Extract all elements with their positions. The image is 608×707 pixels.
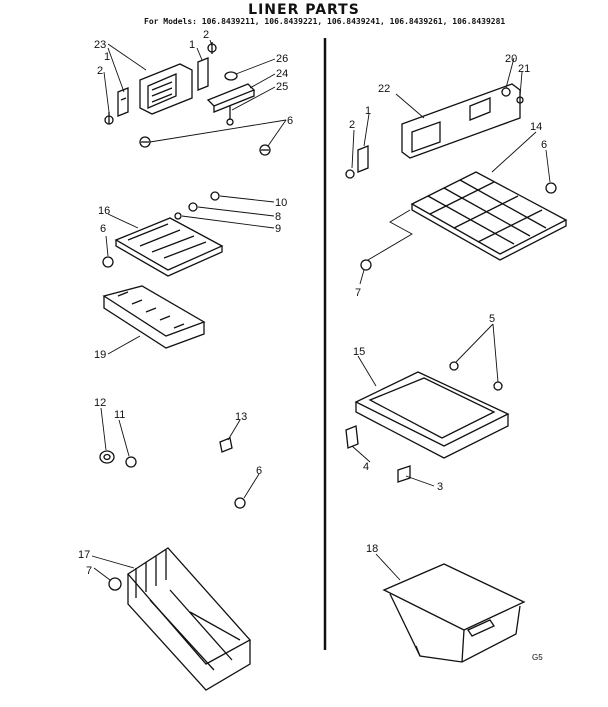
label-17: 17 — [78, 549, 90, 561]
part-20-screw — [501, 87, 511, 97]
label-4: 4 — [363, 461, 369, 473]
part-9-clip — [174, 212, 182, 220]
part-13-clip — [219, 437, 233, 453]
part-5-clip-a — [449, 361, 459, 371]
part-4-bracket — [345, 425, 359, 449]
label-5: 5 — [489, 313, 495, 325]
label-18: 18 — [366, 543, 378, 555]
label-14: 14 — [530, 121, 542, 133]
label-22: 22 — [378, 83, 390, 95]
part-5-clip-b — [493, 381, 503, 391]
label-20: 20 — [505, 53, 517, 65]
part-18-crisper-bin — [382, 563, 526, 663]
part-15-glass-shelf — [354, 371, 510, 459]
label-1: 1 — [104, 51, 110, 63]
label-10: 10 — [275, 197, 287, 209]
part-1-bracket-top — [197, 57, 209, 91]
part-22-control-panel — [401, 83, 521, 159]
part-10-clip — [210, 191, 220, 201]
part-14-wire-shelf — [410, 171, 568, 261]
label-7: 7 — [86, 565, 92, 577]
label-13: 13 — [235, 411, 247, 423]
part-3-clip — [397, 465, 411, 483]
label-1-top: 1 — [189, 39, 195, 51]
corner-code: G5 — [532, 653, 543, 662]
part-25-screw — [226, 106, 234, 126]
part-7-screw-right — [360, 259, 372, 271]
label-26: 26 — [276, 53, 288, 65]
part-2-screw-left — [104, 112, 114, 125]
callout-labels: 23 2 1 2 1 26 24 25 6 10 8 9 16 6 19 12 … — [78, 29, 547, 662]
label-1-right: 1 — [365, 105, 371, 117]
part-6-screw-e — [545, 182, 557, 194]
leader-lines — [91, 39, 551, 581]
part-26-knob — [224, 71, 238, 81]
part-24-light-socket — [206, 83, 256, 113]
label-25: 25 — [276, 81, 288, 93]
label-6-tray: 6 — [100, 223, 106, 235]
label-23: 23 — [94, 39, 106, 51]
label-11: 11 — [114, 409, 125, 421]
part-1-bracket-left — [117, 87, 129, 117]
label-9: 9 — [275, 223, 281, 235]
label-2: 2 — [97, 65, 103, 77]
label-19: 19 — [94, 349, 106, 361]
label-16: 16 — [98, 205, 110, 217]
label-6-shelf: 6 — [541, 139, 547, 151]
label-15: 15 — [353, 346, 365, 358]
part-11-grommet — [125, 456, 137, 468]
label-6-low: 6 — [256, 465, 262, 477]
part-6-screw-c — [102, 256, 114, 268]
part-6-screw-b — [259, 144, 271, 156]
label-12: 12 — [94, 397, 106, 409]
label-2-top: 2 — [203, 29, 209, 41]
label-7-right: 7 — [355, 287, 361, 299]
label-3: 3 — [437, 481, 443, 493]
part-7-screw-left — [108, 577, 122, 591]
part-17-wire-basket — [127, 547, 252, 691]
diagram-title: LINER PARTS — [248, 2, 360, 18]
part-2-screw-right — [345, 169, 355, 179]
part-1-bracket-right — [357, 145, 369, 173]
part-2-screw-top — [207, 42, 217, 54]
part-6-screw-d — [234, 497, 246, 509]
part-12-grommet — [99, 450, 115, 464]
label-24: 24 — [276, 68, 288, 80]
label-2-right: 2 — [349, 119, 355, 131]
part-23-control-housing — [139, 63, 193, 115]
part-6-screw-a — [139, 136, 151, 148]
leader-dashed — [367, 209, 413, 261]
part-21-screw — [516, 96, 524, 104]
label-8: 8 — [275, 211, 281, 223]
part-8-clip — [188, 202, 198, 212]
part-19-ice-tray — [102, 285, 206, 349]
part-16-ice-tray-frame — [114, 217, 224, 277]
label-6: 6 — [287, 115, 293, 127]
model-numbers: For Models: 106.8439211, 106.8439221, 10… — [144, 17, 506, 26]
label-21: 21 — [518, 63, 530, 75]
